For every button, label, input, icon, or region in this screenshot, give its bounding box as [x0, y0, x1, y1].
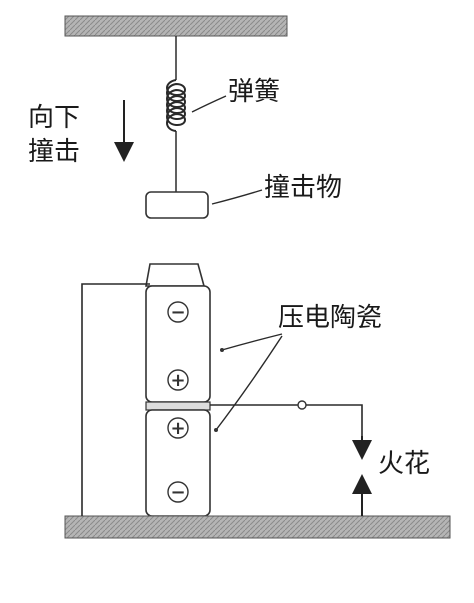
lower-plus-terminal [167, 417, 189, 439]
middle-electrode [145, 401, 211, 411]
base-plate [64, 515, 451, 539]
lower-minus-terminal [167, 481, 189, 503]
piezo-leader-upper-tip [220, 348, 224, 352]
upper-plus-symbol: + [170, 370, 185, 391]
piezo-leader-upper [221, 333, 283, 351]
piezo-ceramic-label: 压电陶瓷 [278, 303, 382, 333]
middle-output-wire-b [306, 404, 363, 436]
spring-coil [166, 79, 186, 132]
top-contact-cap [145, 263, 206, 287]
lower-minus-symbol: − [170, 482, 185, 503]
wire-junction [297, 400, 307, 410]
spring-leader [191, 95, 227, 113]
piezo-leader-lower [215, 335, 283, 431]
strike-direction-line1: 向下 [28, 103, 80, 133]
piezo-leader-lower-tip [214, 428, 218, 432]
spark-label: 火花 [378, 449, 430, 479]
left-return-wire [81, 283, 150, 516]
striker-label: 撞击物 [264, 173, 342, 203]
upper-plus-terminal [167, 369, 189, 391]
strike-direction-line2: 撞击 [28, 137, 80, 167]
striker-block [145, 191, 209, 219]
ceiling-plate [64, 15, 288, 37]
upper-minus-symbol: − [170, 302, 185, 323]
spring-label: 弹簧 [228, 77, 280, 107]
lower-plus-symbol: + [170, 418, 185, 439]
upper-minus-terminal [167, 301, 189, 323]
striker-leader [211, 189, 263, 205]
